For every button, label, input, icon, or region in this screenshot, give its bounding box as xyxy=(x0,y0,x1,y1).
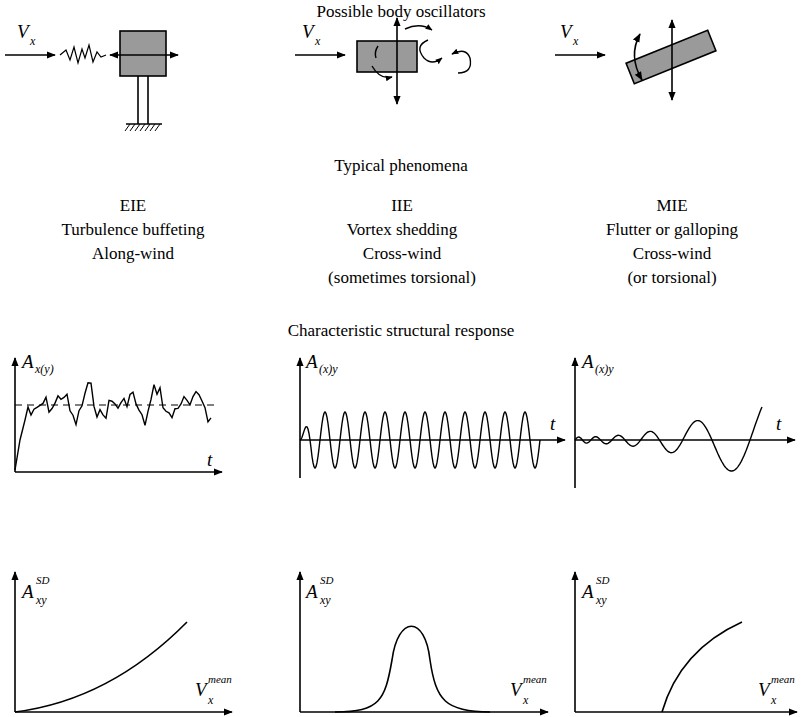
vortex-symbol xyxy=(420,40,442,62)
axis xyxy=(575,711,797,713)
motion-arrow xyxy=(671,20,673,100)
time-signal xyxy=(15,383,211,470)
axis-label: t xyxy=(550,414,555,435)
phenomenon-text: Flutter or galloping xyxy=(606,221,738,240)
phenomenon-text: Vortex shedding xyxy=(347,221,458,240)
support-post xyxy=(137,76,139,124)
axis-label: (x)y xyxy=(595,363,614,376)
axis xyxy=(575,439,795,441)
phenomenon-code: IIE xyxy=(391,197,413,216)
response-curve xyxy=(335,626,490,712)
rotation-arrow xyxy=(372,66,392,78)
axis xyxy=(574,572,576,712)
ground-hatch xyxy=(125,124,160,131)
axis-label: A xyxy=(582,352,594,373)
axis-label: x xyxy=(315,35,320,48)
axis-label: A xyxy=(306,352,318,373)
axis-label: mean xyxy=(523,673,547,685)
axis-label: x xyxy=(771,694,776,707)
axis-label: A xyxy=(22,582,34,603)
axis-label: xy xyxy=(36,594,47,607)
axis xyxy=(15,471,222,473)
phenomenon-code: MIE xyxy=(656,197,687,216)
axis-label: xy xyxy=(596,594,607,607)
axis-label: SD xyxy=(596,574,609,586)
axis-label: mean xyxy=(771,673,795,685)
axis-label: SD xyxy=(320,574,333,586)
wind-arrow xyxy=(5,54,55,56)
axis-label: V xyxy=(510,680,522,701)
vortex-symbol xyxy=(452,51,471,73)
axis-label: V xyxy=(302,22,314,43)
section-heading: Possible body oscillators xyxy=(316,3,485,22)
phenomenon-text: Turbulence buffeting xyxy=(61,221,204,240)
body-block xyxy=(120,31,166,76)
time-signal xyxy=(300,412,540,468)
axis-label: x xyxy=(208,694,213,707)
body-block xyxy=(626,30,716,83)
axis-label: t xyxy=(207,450,212,471)
axis xyxy=(14,572,16,712)
phenomenon-text: Along-wind xyxy=(92,245,174,264)
rotation-arrow xyxy=(405,26,432,30)
axis-label: mean xyxy=(208,673,232,685)
phenomenon-text: (sometimes torsional) xyxy=(328,269,476,288)
axis-label: (x)y xyxy=(319,363,338,376)
phenomenon-text: Cross-wind xyxy=(633,245,711,264)
axis xyxy=(299,358,301,478)
axis-label: V xyxy=(17,22,29,43)
body-block xyxy=(357,41,417,72)
section-heading: Typical phenomena xyxy=(334,157,467,176)
response-curve xyxy=(662,622,742,712)
axis-label: x xyxy=(573,35,578,48)
axis-label: V xyxy=(560,22,572,43)
axis-label: xy xyxy=(320,594,331,607)
axis xyxy=(574,358,576,488)
axis-label: V xyxy=(758,680,770,701)
support-post xyxy=(147,76,149,124)
rotation-arrow xyxy=(634,34,642,80)
wind-arrow xyxy=(555,54,605,56)
axis-label: x xyxy=(30,35,35,48)
motion-arrow xyxy=(110,54,178,56)
axis xyxy=(14,358,16,472)
axis-label: A xyxy=(306,582,318,603)
section-heading: Characteristic structural response xyxy=(288,322,515,341)
time-signal xyxy=(575,407,762,471)
phenomenon-text: (or torsional) xyxy=(627,269,716,288)
axis xyxy=(299,572,301,712)
axis-label: x(y) xyxy=(35,363,54,376)
axis-label: V xyxy=(195,680,207,701)
rotation-mark xyxy=(375,46,378,58)
axis-label: t xyxy=(776,414,781,435)
axis-label: A xyxy=(582,582,594,603)
axis xyxy=(15,711,232,713)
axis-label: A xyxy=(22,352,34,373)
response-curve xyxy=(15,622,187,712)
motion-arrow xyxy=(396,18,398,104)
axis-label: SD xyxy=(36,574,49,586)
axis-label: x xyxy=(523,694,528,707)
wind-arrow xyxy=(295,54,345,56)
phenomenon-code: EIE xyxy=(120,197,146,216)
turbulence-symbol xyxy=(60,45,106,63)
phenomenon-text: Cross-wind xyxy=(363,245,441,264)
